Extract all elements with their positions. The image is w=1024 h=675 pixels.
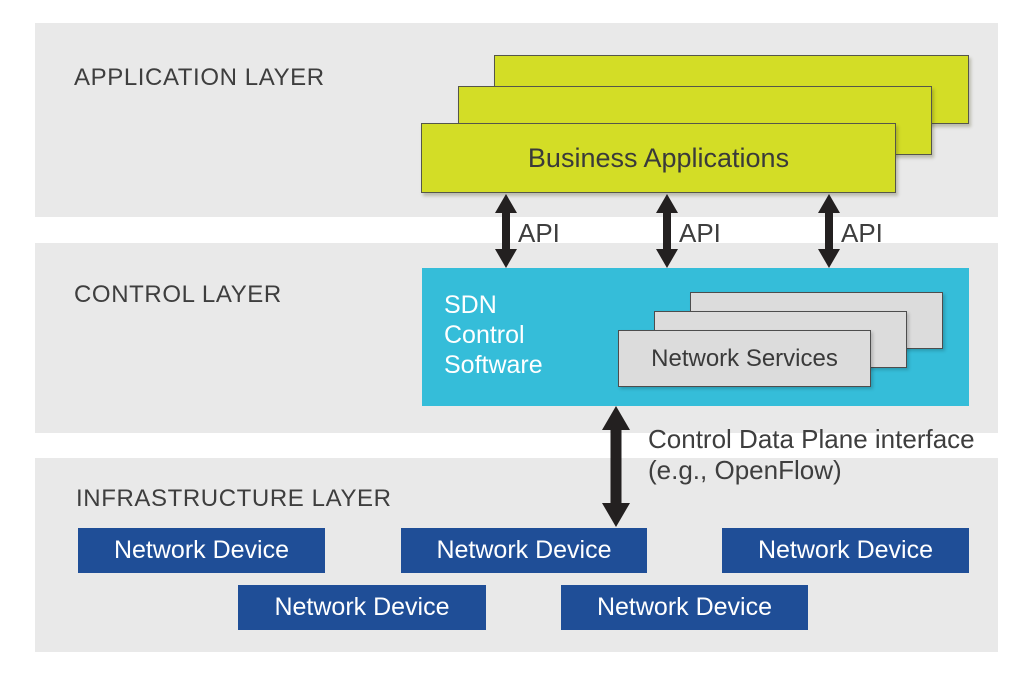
network-services-label: Network Services <box>651 344 838 372</box>
infrastructure-layer-heading: INFRASTRUCTURE LAYER <box>76 485 392 512</box>
cdpi-label-line-1: Control Data Plane interface <box>648 424 975 454</box>
api-label-3: API <box>841 218 883 248</box>
network-device-box-row1-2: Network Device <box>401 528 647 573</box>
cdpi-arrow <box>602 406 630 527</box>
api-arrow-3 <box>818 194 840 268</box>
network-device-box-row2-2: Network Device <box>561 585 808 630</box>
control-layer-heading: CONTROL LAYER <box>74 281 282 308</box>
api-label-1: API <box>518 218 560 248</box>
network-device-box-row1-1: Network Device <box>78 528 325 573</box>
network-device-box-row2-1: Network Device <box>238 585 486 630</box>
cdpi-label: Control Data Plane interface (e.g., Open… <box>648 424 975 486</box>
sdn-label-line-2: Control <box>444 321 525 349</box>
business-apps-label: Business Applications <box>527 142 790 173</box>
application-layer-heading: APPLICATION LAYER <box>74 64 325 91</box>
business-apps-box-front: Business Applications <box>421 123 896 193</box>
api-label-2: API <box>679 218 721 248</box>
sdn-label-line-3: Software <box>444 351 543 379</box>
api-arrow-1 <box>495 194 517 268</box>
api-arrow-2 <box>656 194 678 268</box>
network-device-box-row1-3: Network Device <box>722 528 969 573</box>
sdn-label-line-1: SDN <box>444 291 497 319</box>
sdn-control-software-label: SDN Control Software <box>444 290 543 380</box>
cdpi-label-line-2: (e.g., OpenFlow) <box>648 455 842 485</box>
network-services-box-front: Network Services <box>618 330 871 387</box>
